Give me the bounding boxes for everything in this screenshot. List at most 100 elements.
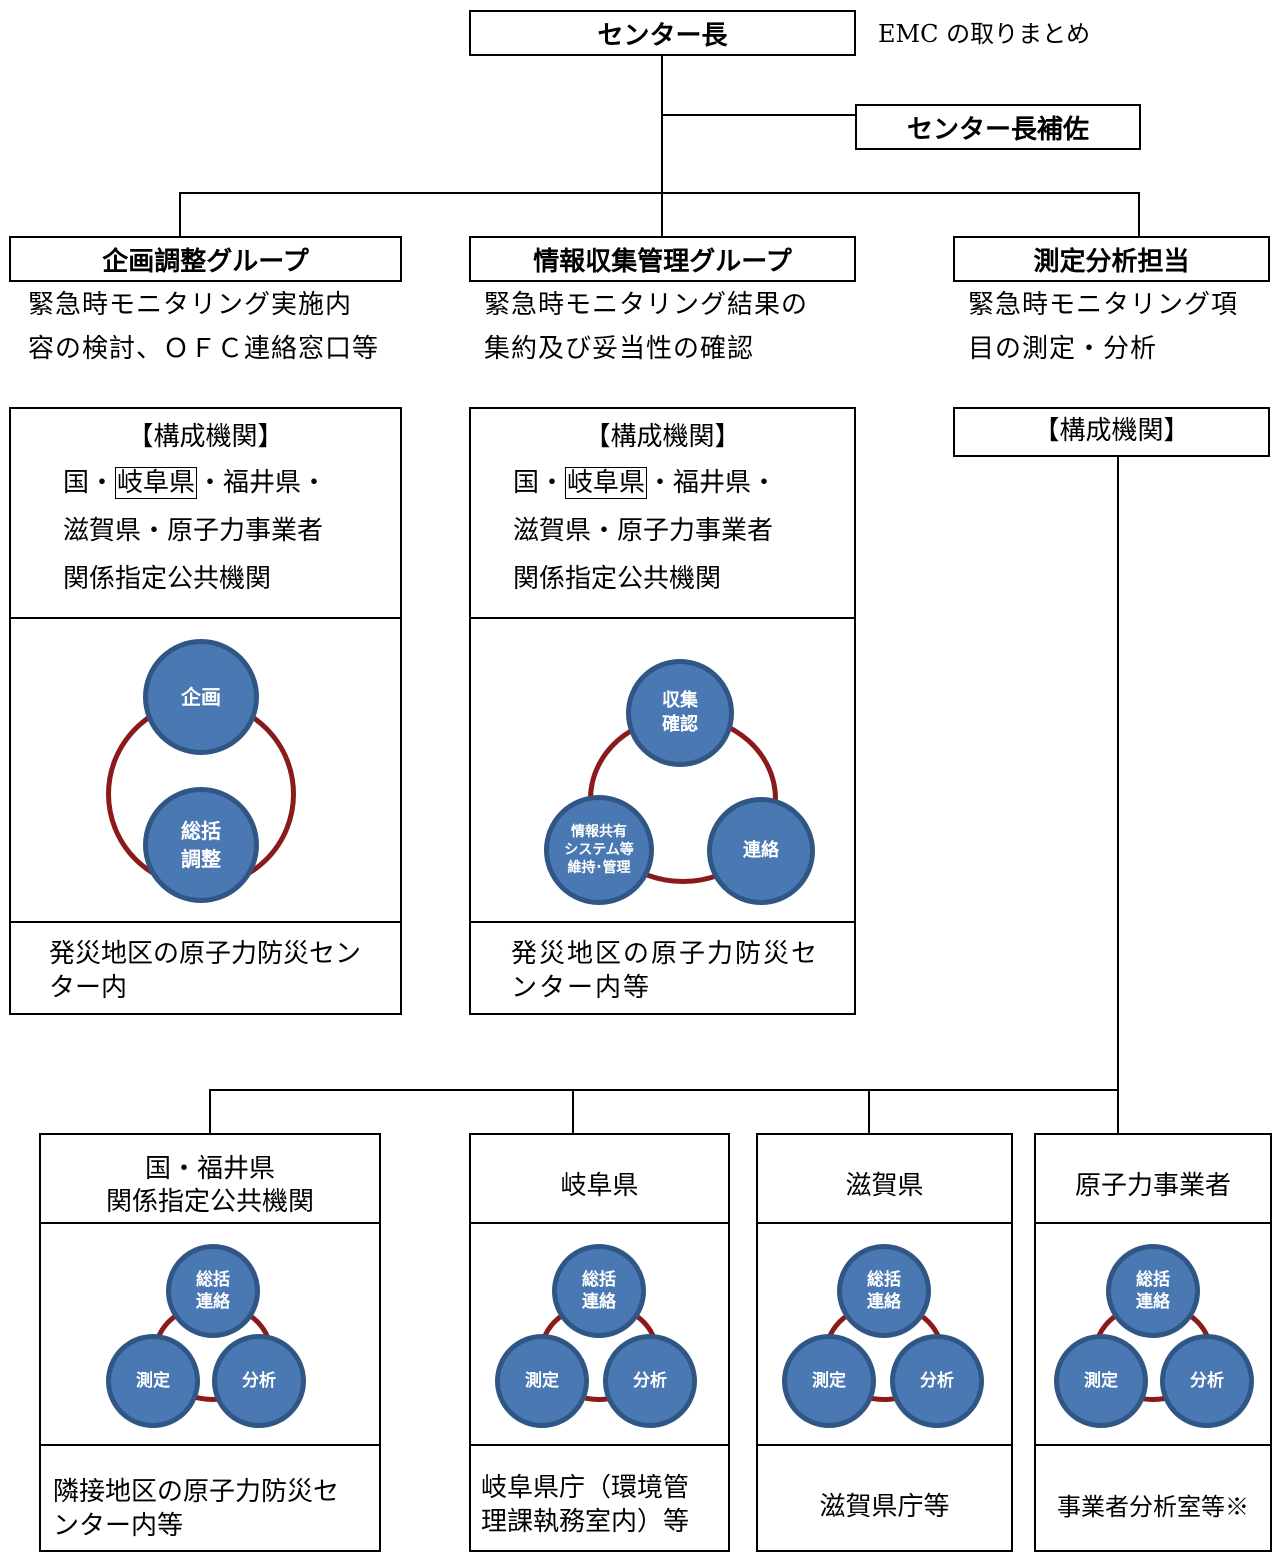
connector xyxy=(209,1089,1119,1091)
location-text: 隣接地区の原子力防災セ ンター内等 xyxy=(53,1477,340,1541)
function-circle: 総括 連絡 xyxy=(837,1244,931,1338)
function-circle: 収集 確認 xyxy=(626,659,734,767)
function-circle: 分析 xyxy=(1160,1334,1254,1428)
members-line: 滋賀県・原子力事業者 xyxy=(513,516,774,546)
description-line: 目の測定・分析 xyxy=(968,334,1158,364)
location-text: 滋賀県庁等 xyxy=(819,1492,950,1522)
members-line: 滋賀県・原子力事業者 xyxy=(63,516,324,546)
unit-name: 原子力事業者 xyxy=(1074,1171,1231,1201)
members-line: 関係指定公共機関 xyxy=(63,564,272,594)
description-line: 緊急時モニタリング項 xyxy=(968,290,1239,320)
description-line: 緊急時モニタリング実施内 xyxy=(28,290,353,320)
divider xyxy=(41,1222,379,1224)
unit-name: 国・福井県 関係指定公共機関 xyxy=(105,1154,314,1217)
description-line: 緊急時モニタリング結果の xyxy=(484,290,809,320)
members-block: 【構成機関】 国・岐阜県・福井県・ 滋賀県・原子力事業者 関係指定公共機関 xyxy=(471,415,854,623)
group-header-info: 情報収集管理グループ xyxy=(469,236,856,282)
divider xyxy=(471,1444,728,1446)
location-text: 事業者分析室等※ xyxy=(1057,1493,1249,1521)
location-text: 発災地区の原子力防災セン ター内 xyxy=(49,939,362,1003)
function-diagram: 総括 連絡 測定 分析 xyxy=(1036,1224,1270,1444)
highlighted-member: 岐阜県 xyxy=(115,467,198,499)
connector xyxy=(661,54,663,194)
members-heading: 【構成機関】 xyxy=(584,422,741,452)
function-circle: 分析 xyxy=(212,1334,306,1428)
connector xyxy=(1117,455,1119,1135)
unit-panel: 原子力事業者 総括 連絡 測定 分析 事業者分析室等※ xyxy=(1034,1133,1272,1552)
function-circle: 分析 xyxy=(603,1334,697,1428)
function-circle: 測定 xyxy=(106,1334,200,1428)
connector xyxy=(572,1089,574,1135)
group-description: 緊急時モニタリング実施内 容の検討、ＯＦＣ連絡窓口等 xyxy=(28,283,408,371)
members-heading: 【構成機関】 xyxy=(1033,416,1190,446)
group-title: 企画調整グループ xyxy=(102,246,309,277)
function-circle: 測定 xyxy=(782,1334,876,1428)
group-description: 緊急時モニタリング項 目の測定・分析 xyxy=(968,283,1268,371)
members-line: 関係指定公共機関 xyxy=(513,564,722,594)
members-heading-box: 【構成機関】 xyxy=(953,407,1270,457)
function-diagram: 総括 連絡 測定 分析 xyxy=(41,1224,379,1444)
members-text: 国・ xyxy=(63,468,116,498)
members-text: ・福井県・ xyxy=(197,468,328,498)
connector xyxy=(661,192,663,236)
members-text: 国・ xyxy=(513,468,566,498)
group-panel-planning: 【構成機関】 国・岐阜県・福井県・ 滋賀県・原子力事業者 関係指定公共機関 企画… xyxy=(9,407,402,1015)
function-circle: 連絡 xyxy=(707,797,815,905)
deputy-label: センター長補佐 xyxy=(906,114,1089,145)
divider xyxy=(471,921,854,923)
connector xyxy=(661,114,855,116)
function-circle: 測定 xyxy=(495,1334,589,1428)
members-line: 国・岐阜県・福井県・ xyxy=(11,459,400,507)
group-description: 緊急時モニタリング結果の 集約及び妥当性の確認 xyxy=(484,283,864,371)
divider xyxy=(471,1222,728,1224)
director-label: センター長 xyxy=(597,20,728,51)
members-heading: 【構成機関】 xyxy=(127,422,284,452)
divider xyxy=(1036,1444,1270,1446)
description-line: 集約及び妥当性の確認 xyxy=(484,334,755,364)
unit-panel: 滋賀県 総括 連絡 測定 分析 滋賀県庁等 xyxy=(756,1133,1013,1552)
connector xyxy=(1138,192,1140,236)
function-circle: 分析 xyxy=(890,1334,984,1428)
highlighted-member: 岐阜県 xyxy=(565,467,648,499)
connector xyxy=(179,192,181,236)
divider xyxy=(41,1444,379,1446)
director-box: センター長 xyxy=(469,10,856,56)
function-circle: 総括 調整 xyxy=(143,787,259,903)
location-text: 発災地区の原子力防災セ ンター内等 xyxy=(511,939,820,1003)
description-line: 容の検討、ＯＦＣ連絡窓口等 xyxy=(28,334,380,364)
function-diagram: 収集 確認 情報共有 システム等 維持･管理 連絡 xyxy=(471,619,854,929)
function-circle: 情報共有 システム等 維持･管理 xyxy=(544,795,654,905)
function-circle: 総括 連絡 xyxy=(552,1244,646,1338)
unit-panel: 岐阜県 総括 連絡 測定 分析 岐阜県庁（環境管 理課執務室内）等 xyxy=(469,1133,730,1552)
deputy-box: センター長補佐 xyxy=(855,104,1141,150)
divider xyxy=(758,1222,1011,1224)
group-title: 情報収集管理グループ xyxy=(533,246,792,277)
group-title: 測定分析担当 xyxy=(1033,246,1190,277)
location-text: 岐阜県庁（環境管 理課執務室内）等 xyxy=(481,1473,690,1537)
function-circle: 総括 連絡 xyxy=(1106,1244,1200,1338)
divider xyxy=(11,617,400,619)
divider xyxy=(471,617,854,619)
divider xyxy=(1036,1222,1270,1224)
function-circle: 企画 xyxy=(143,639,259,755)
divider xyxy=(11,921,400,923)
unit-panel: 国・福井県 関係指定公共機関 総括 連絡 測定 分析 隣接地区の原子力防災セ ン… xyxy=(39,1133,381,1552)
unit-name: 滋賀県 xyxy=(845,1171,924,1201)
unit-name: 岐阜県 xyxy=(560,1171,639,1201)
function-diagram: 総括 連絡 測定 分析 xyxy=(471,1224,728,1444)
members-text: ・福井県・ xyxy=(647,468,778,498)
function-circle: 総括 連絡 xyxy=(166,1244,260,1338)
divider xyxy=(758,1444,1011,1446)
function-diagram: 企画 総括 調整 xyxy=(11,619,400,929)
director-note: EMC の取りまとめ xyxy=(878,20,1091,48)
group-header-measurement: 測定分析担当 xyxy=(953,236,1270,282)
connector xyxy=(209,1089,211,1135)
function-circle: 測定 xyxy=(1054,1334,1148,1428)
connector xyxy=(179,192,1140,194)
group-panel-info: 【構成機関】 国・岐阜県・福井県・ 滋賀県・原子力事業者 関係指定公共機関 収集… xyxy=(469,407,856,1015)
members-line: 国・岐阜県・福井県・ xyxy=(471,459,854,507)
group-header-planning: 企画調整グループ xyxy=(9,236,402,282)
function-diagram: 総括 連絡 測定 分析 xyxy=(758,1224,1011,1444)
connector xyxy=(868,1089,870,1135)
members-block: 【構成機関】 国・岐阜県・福井県・ 滋賀県・原子力事業者 関係指定公共機関 xyxy=(11,415,400,623)
